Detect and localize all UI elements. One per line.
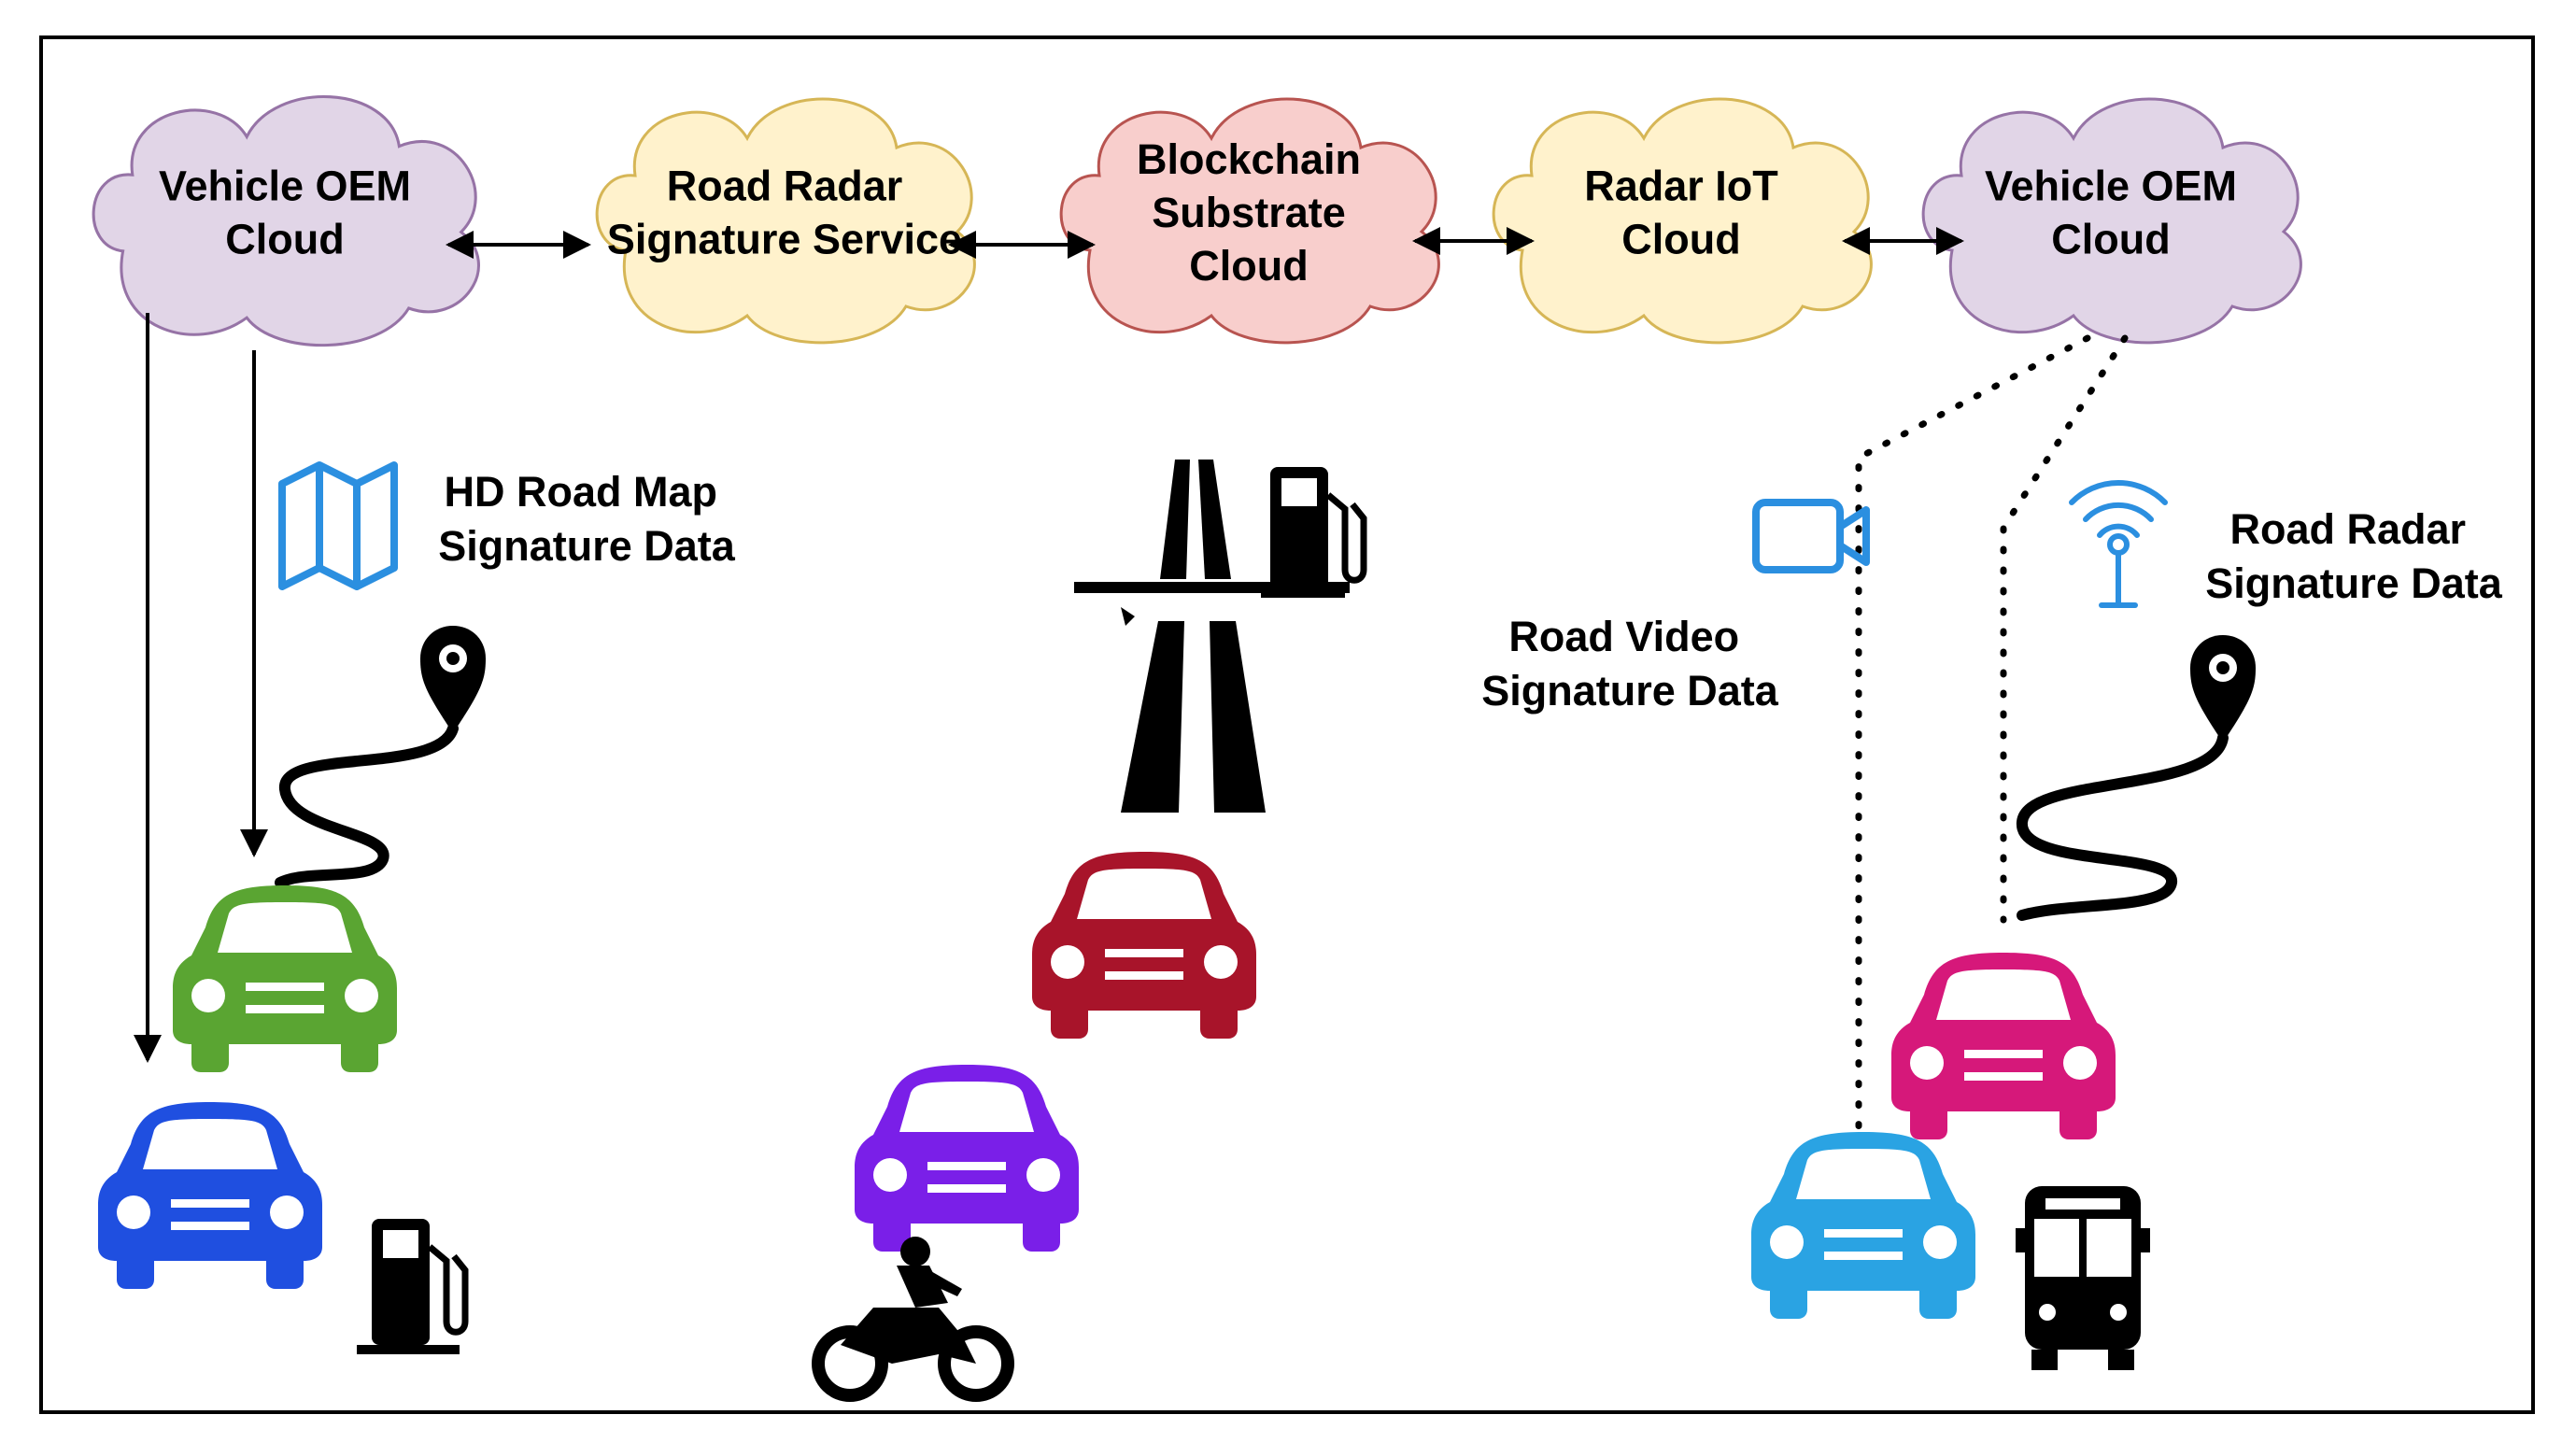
left-downlinks xyxy=(134,313,268,1063)
route-pin-path xyxy=(275,723,459,888)
road-video-label-line2: Signature Data xyxy=(1481,667,1779,714)
road-radar-label-line1: Road Radar xyxy=(2229,505,2466,553)
fuel-pump-icon xyxy=(357,1219,469,1354)
motorcycle-icon xyxy=(812,1237,1014,1402)
map-icon xyxy=(278,461,398,590)
dotted-link-skyblue-car xyxy=(1855,334,2091,1134)
road-radar-label-line2: Signature Data xyxy=(2205,559,2503,607)
route-pin-path xyxy=(2017,732,2229,921)
car-icon xyxy=(173,885,397,1072)
cloud-label-line: Vehicle OEM xyxy=(1985,163,2237,210)
cloud-label-line: Road Radar xyxy=(667,163,903,210)
route-pin-marker xyxy=(420,626,486,733)
road-video-label: Road Video Signature Data xyxy=(1481,613,1779,714)
cloud-oem-right: Vehicle OEM Cloud xyxy=(1921,97,2302,345)
cloud-label-line: Signature Service xyxy=(607,216,962,263)
fuel-pump-icon xyxy=(1261,467,1367,598)
cloud-label-line: Cloud xyxy=(225,216,344,263)
cloud-label-line: Substrate xyxy=(1152,189,1346,236)
right-dotted-links xyxy=(1855,334,2129,1134)
car-layer xyxy=(98,852,2116,1319)
hd-map-label: HD Road Map Signature Data xyxy=(438,468,736,570)
cloud-label-line: Vehicle OEM xyxy=(159,163,411,210)
road-radar-label: Road Radar Signature Data xyxy=(2205,505,2503,607)
highway-icon xyxy=(1074,460,1350,813)
cloud-label: Radar IoT Cloud xyxy=(1584,163,1778,263)
cloud-oem-left: Vehicle OEM Cloud xyxy=(92,94,480,347)
route-pin-icon xyxy=(2017,635,2256,921)
hd-map-label-line1: HD Road Map xyxy=(444,468,717,516)
dotted-link-magenta-car xyxy=(2000,334,2129,924)
cloud-label: Vehicle OEM Cloud xyxy=(1985,163,2237,263)
car-icon xyxy=(1032,852,1256,1039)
cloud-connectors xyxy=(446,227,1964,259)
cloud-label-line: Cloud xyxy=(1189,242,1308,290)
car-icon xyxy=(855,1065,1079,1252)
car-icon xyxy=(98,1102,322,1289)
cloud-label-line: Blockchain xyxy=(1137,135,1361,183)
cloud-label-line: Cloud xyxy=(2051,216,2170,263)
route-pin-icon xyxy=(275,626,486,888)
road-video-label-line1: Road Video xyxy=(1508,613,1739,660)
hd-map-label-line2: Signature Data xyxy=(438,522,736,570)
cloud-radar-iot: Radar IoT Cloud xyxy=(1492,97,1873,345)
cloud-label: Vehicle OEM Cloud xyxy=(159,163,411,263)
car-icon xyxy=(1751,1132,1975,1319)
route-pin-marker xyxy=(2190,635,2256,743)
radar-antenna-icon xyxy=(2069,479,2168,608)
car-icon xyxy=(1891,953,2116,1139)
bus-icon xyxy=(2016,1186,2150,1370)
video-camera-icon xyxy=(1752,499,1870,573)
cloud-label-line: Cloud xyxy=(1621,216,1740,263)
cloud-label-line: Radar IoT xyxy=(1584,163,1778,210)
